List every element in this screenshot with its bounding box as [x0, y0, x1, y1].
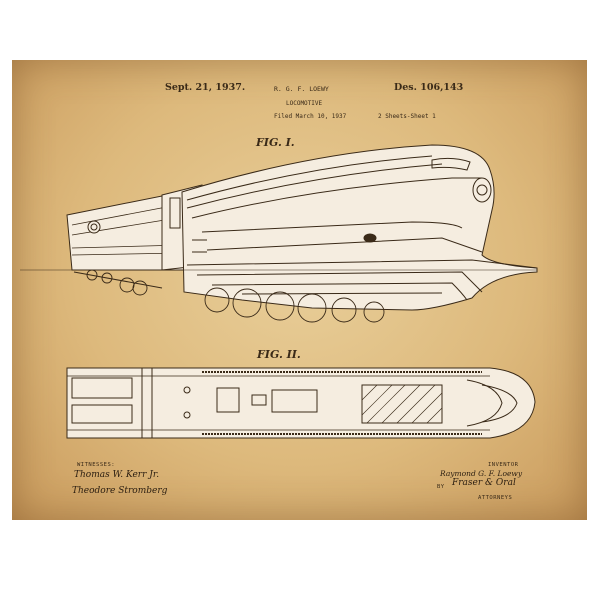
fig2-label: FIG. II.	[257, 348, 301, 361]
locomotive-drawings	[20, 144, 538, 439]
attorneys-label: ATTORNEYS	[478, 495, 513, 501]
patent-print: Sept. 21, 1937. R. G. F. LOEWY LOCOMOTIV…	[12, 60, 587, 520]
sheets-info: 2 Sheets-Sheet 1	[378, 113, 436, 120]
locomotive-top-view	[66, 367, 536, 439]
attorney-signature: Fraser & Oral	[452, 478, 516, 488]
witnesses-label: WITNESSES:	[77, 462, 116, 468]
inventor-label: INVENTOR	[488, 462, 519, 468]
patent-number: Des. 106,143	[394, 82, 464, 93]
fig1-label: FIG. I.	[256, 136, 295, 149]
patent-title: LOCOMOTIVE	[286, 100, 323, 107]
witness-signature-1: Thomas W. Kerr Jr.	[74, 470, 160, 480]
inventor-name: R. G. F. LOEWY	[274, 85, 329, 93]
inventor-signature: Raymond G. F. Loewy	[440, 469, 523, 478]
locomotive-side-view	[20, 144, 538, 323]
witness-signature-2: Theodore Stromberg	[72, 486, 168, 496]
by-label: BY	[437, 484, 445, 490]
filed-date: Filed March 10, 1937	[274, 113, 347, 120]
patent-date: Sept. 21, 1937.	[165, 82, 246, 93]
